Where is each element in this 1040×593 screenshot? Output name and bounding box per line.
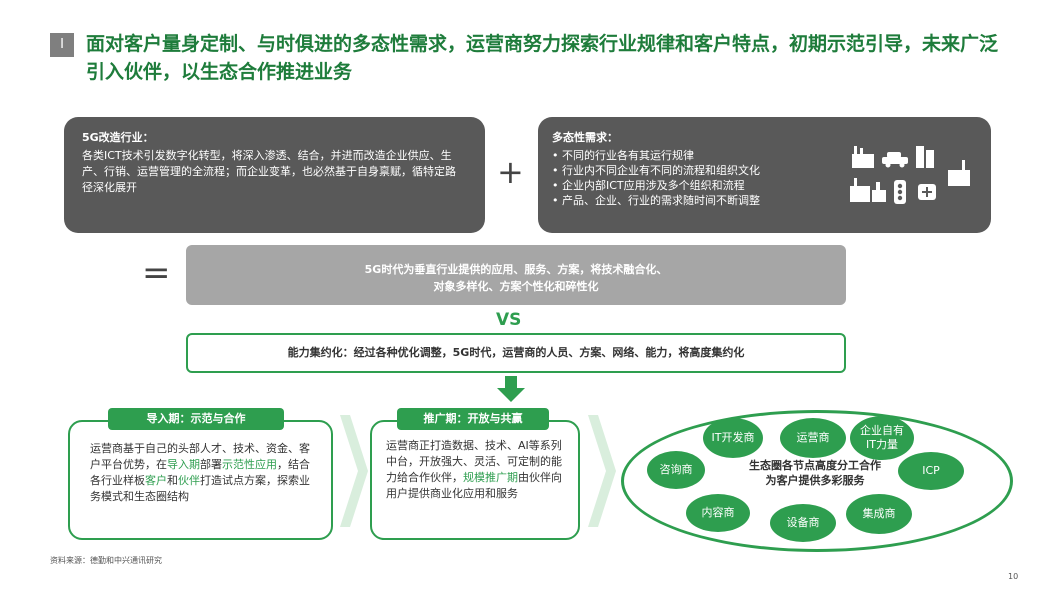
down-arrow-icon <box>497 376 525 402</box>
industry-icons <box>850 146 970 204</box>
box-5g-body: 各类ICT技术引发数字化转型，将深入渗透、结合，并进而改造企业供应、生产、行销、… <box>82 149 456 194</box>
capability-box: 能力集约化：经过各种优化调整，5G时代，运营商的人员、方案、网络、能力，将高度集… <box>186 333 846 373</box>
refinery-icon <box>850 178 870 202</box>
stage-introduction-tab: 导入期：示范与合作 <box>108 408 284 430</box>
factory-icon <box>948 160 970 186</box>
multi-bullet: 企业内部ICT应用涉及多个组织和流程 <box>552 178 977 193</box>
result-box: 5G时代为垂直行业提供的应用、服务、方案，将技术融合化、 对象多样化、方案个性化… <box>186 245 846 305</box>
multi-bullet: 产品、企业、行业的需求随时间不断调整 <box>552 193 977 208</box>
multi-bullet: 行业内不同企业有不同的流程和组织文化 <box>552 163 977 178</box>
node-consultant: 咨询商 <box>647 451 705 489</box>
factory-icon <box>852 146 874 168</box>
node-it-developer: IT开发商 <box>703 418 763 458</box>
source-note: 资料来源：德勤和中兴通讯研究 <box>50 556 162 565</box>
ecosystem-ellipse <box>621 410 1013 552</box>
node-content-provider: 内容商 <box>686 494 750 532</box>
chevron-right-icon <box>588 415 616 527</box>
node-icp: ICP <box>898 452 964 490</box>
node-operator: 运营商 <box>780 418 846 458</box>
ecosystem-center-text: 生态圈各节点高度分工合作 为客户提供多彩服务 <box>749 459 881 487</box>
equal-sign: = <box>142 253 171 293</box>
multi-bullet: 不同的行业各有其运行规律 <box>552 148 977 163</box>
car-icon <box>882 152 908 168</box>
box-5g-heading: 5G改造行业： <box>82 131 154 144</box>
node-equipment-vendor: 设备商 <box>770 504 836 542</box>
vs-label: VS <box>496 310 522 330</box>
plus-sign: + <box>497 153 524 191</box>
box-multi-heading: 多态性需求： <box>552 131 618 144</box>
building-icon <box>916 146 934 168</box>
node-integrator: 集成商 <box>846 494 912 534</box>
stage-promotion-tab: 推广期：开放与共赢 <box>397 408 549 430</box>
box-5g-transformation: 5G改造行业： 各类ICT技术引发数字化转型，将深入渗透、结合，并进而改造企业供… <box>64 117 485 233</box>
box-multi-demand: 多态性需求： 不同的行业各有其运行规律 行业内不同企业有不同的流程和组织文化 企… <box>538 117 991 233</box>
stage-introduction-text: 运营商基于自己的头部人才、技术、资金、客户平台优势，在导入期部署示范性应用，结合… <box>90 442 310 503</box>
plant-icon <box>872 182 886 202</box>
result-line-2: 对象多样化、方案个性化和碎性化 <box>433 280 599 293</box>
title-marker: I <box>50 33 74 57</box>
result-line-1: 5G时代为垂直行业提供的应用、服务、方案，将技术融合化、 <box>364 263 668 276</box>
node-enterprise-it: 企业自有IT力量 <box>850 416 914 460</box>
page-number: 10 <box>1008 572 1019 581</box>
stage-promotion-text: 运营商正打造数据、技术、AI等系列中台，开放强大、灵活、可定制的能力给合作伙伴，… <box>386 439 562 500</box>
chevron-right-icon <box>340 415 368 527</box>
page-title: 面对客户量身定制、与时俱进的多态性需求，运营商努力探索行业规律和客户特点，初期示… <box>86 33 999 83</box>
